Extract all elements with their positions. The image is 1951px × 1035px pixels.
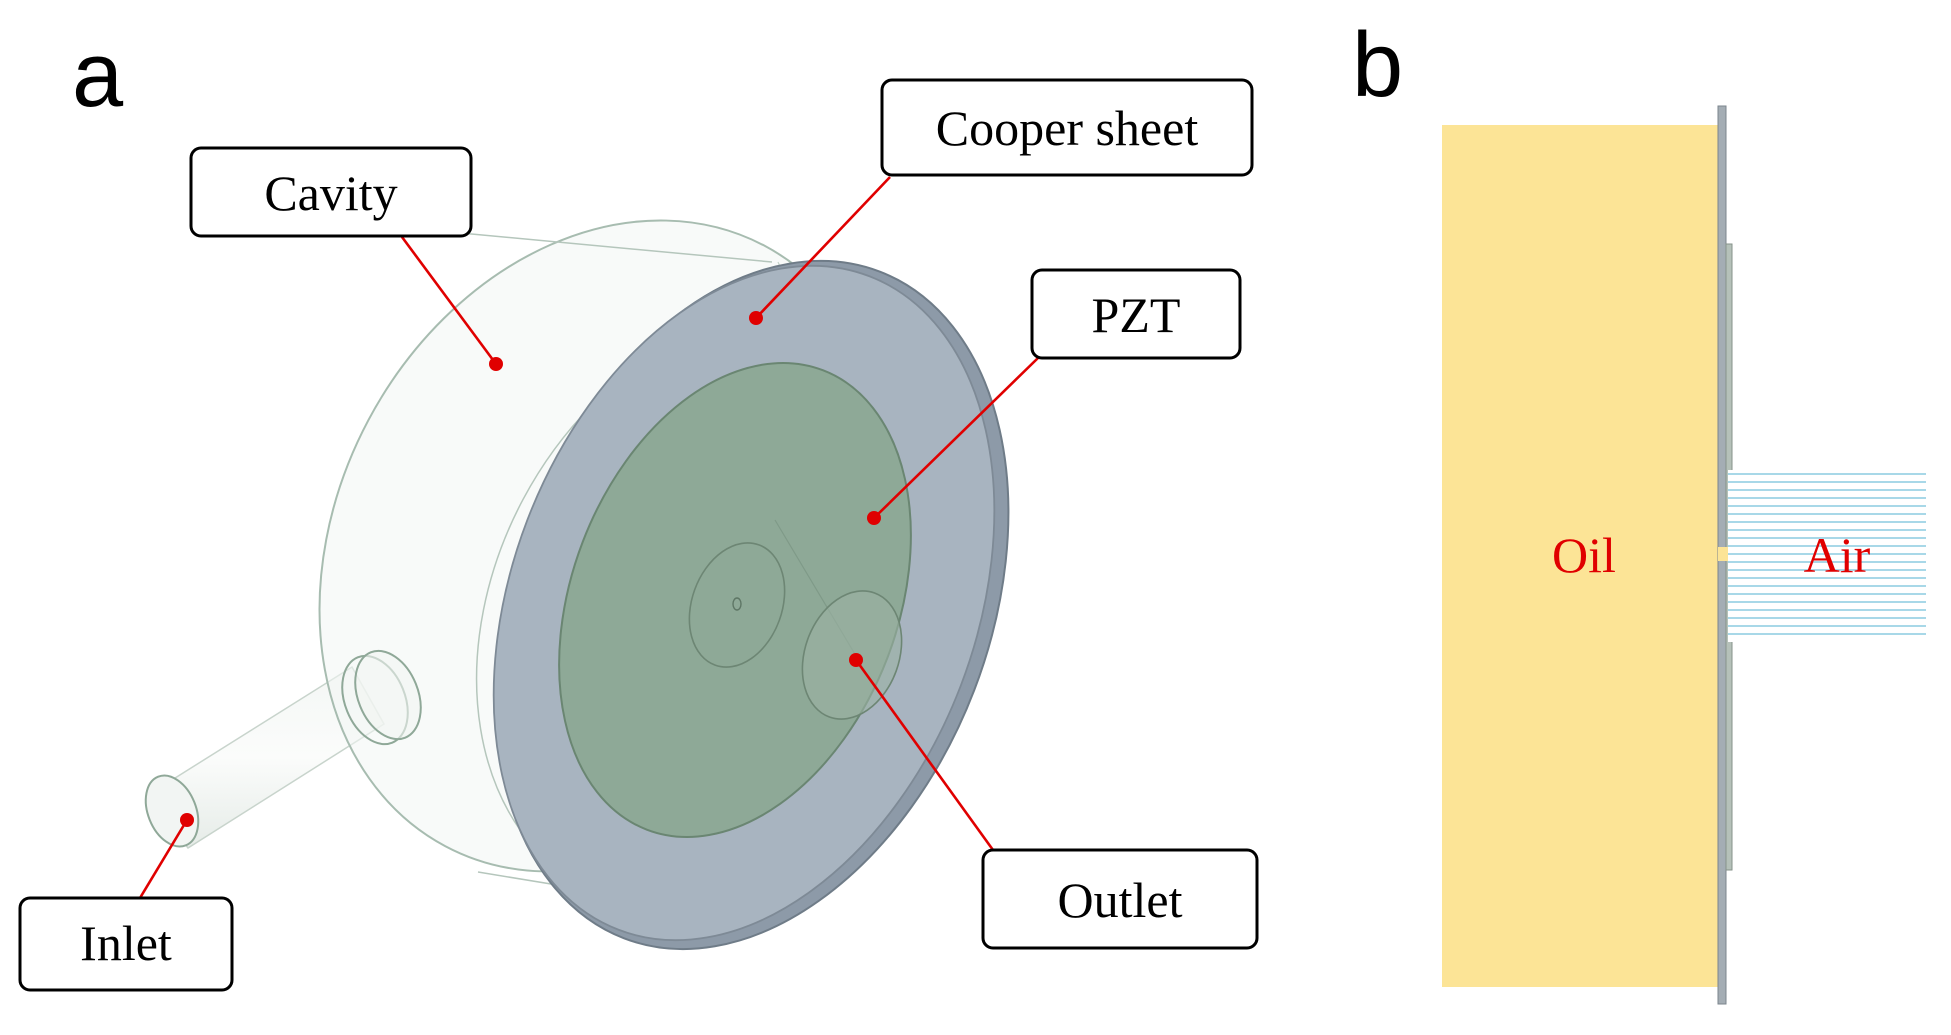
callout-cooper-sheet: Cooper sheet (880, 78, 1254, 177)
cross-section: Oil Air (1442, 105, 1926, 1005)
air-region (1728, 470, 1926, 642)
oil-region (1442, 125, 1718, 987)
air-label: Air (1804, 527, 1871, 583)
panel-b-letter: b (1352, 14, 1403, 116)
callout-outlet-text: Outlet (1058, 872, 1183, 928)
center-hole-ring (688, 542, 786, 668)
callout-inlet: Inlet (18, 896, 234, 992)
inlet-opening (144, 774, 200, 848)
callout-cavity: Cavity (189, 146, 473, 238)
callout-pzt: PZT (1030, 268, 1242, 360)
panel-a-letter: a (72, 24, 124, 126)
center-pinhole (732, 597, 742, 611)
callout-inlet-text: Inlet (80, 915, 172, 971)
oil-label: Oil (1552, 527, 1616, 583)
callout-pzt-text: PZT (1092, 287, 1181, 343)
callout-outlet: Outlet (981, 848, 1259, 950)
leader-lines (138, 176, 1039, 899)
device-3d-model (144, 219, 1010, 951)
side-port-ring-inner (354, 649, 422, 741)
callout-cooper-sheet-text: Cooper sheet (936, 100, 1199, 156)
callout-cavity-text: Cavity (264, 165, 397, 221)
